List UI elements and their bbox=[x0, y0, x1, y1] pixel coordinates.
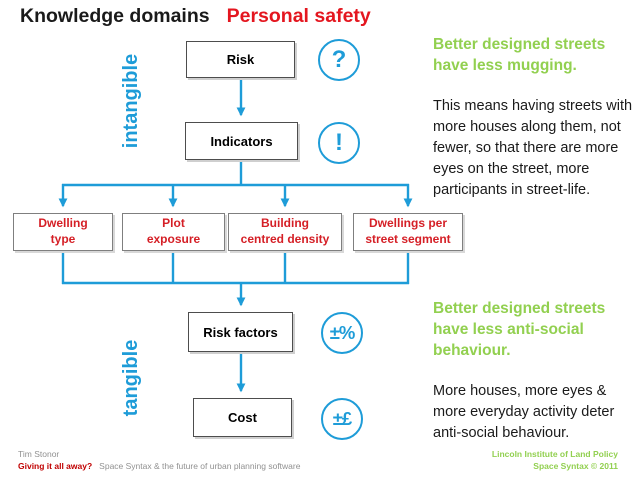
footer-left: Tim Stonor Giving it all away? Space Synt… bbox=[18, 449, 300, 472]
mugging-heading: Better designed streets have less muggin… bbox=[433, 36, 606, 74]
question-circle-icon: ? bbox=[318, 39, 360, 81]
indicator-box-dwellings-per-street-segment: Dwellings per street segment bbox=[353, 213, 463, 251]
side-block-antisocial: Better designed streets have less anti-s… bbox=[433, 298, 633, 444]
title-personal-safety: Personal safety bbox=[226, 5, 371, 27]
exclamation-circle-icon: ! bbox=[318, 122, 360, 164]
node-indicators: Indicators bbox=[185, 122, 298, 160]
plus-minus-pound-circle-icon: ±£ bbox=[321, 398, 363, 440]
title-knowledge-domains: Knowledge domains bbox=[20, 5, 210, 27]
side-block-mugging: Better designed streets have less muggin… bbox=[433, 34, 633, 201]
indicator-box-building-centred-density: Building centred density bbox=[228, 213, 342, 251]
footer-copyright: Space Syntax © 2011 bbox=[533, 460, 618, 471]
footer-right: Lincoln Institute of Land Policy Space S… bbox=[492, 449, 618, 472]
antisocial-body: More houses, more eyes & more everyday a… bbox=[433, 383, 615, 441]
footer-author: Tim Stonor bbox=[18, 449, 60, 459]
tangible-label: tangible bbox=[120, 339, 142, 417]
indicator-box-dwelling-type: Dwelling type bbox=[13, 213, 113, 251]
footer-org: Lincoln Institute of Land Policy bbox=[491, 449, 618, 459]
indicator-box-plot-exposure: Plot exposure bbox=[122, 213, 225, 251]
footer-talk-title: Giving it all away? bbox=[18, 460, 93, 471]
footer-talk-subtitle: Space Syntax & the future of urban plann… bbox=[99, 460, 301, 471]
footer-talk-line: Giving it all away? Space Syntax & the fu… bbox=[18, 461, 300, 473]
page-title: Knowledge domains Personal safety bbox=[20, 5, 371, 28]
node-risk-factors: Risk factors bbox=[188, 312, 293, 352]
plus-minus-percent-circle-icon: ±% bbox=[321, 312, 363, 354]
node-risk: Risk bbox=[186, 41, 295, 78]
mugging-body: This means having streets with more hous… bbox=[433, 98, 633, 198]
antisocial-heading: Better designed streets have less anti-s… bbox=[433, 300, 606, 359]
intangible-label: intangible bbox=[120, 53, 142, 149]
node-cost: Cost bbox=[193, 398, 292, 437]
